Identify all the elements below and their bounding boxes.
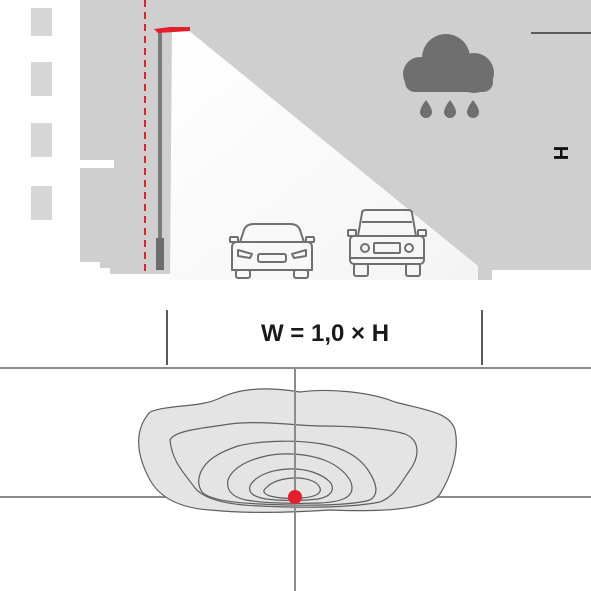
car-front-icon bbox=[229, 223, 315, 279]
building-windows bbox=[31, 8, 52, 220]
lamp-pole bbox=[158, 32, 162, 270]
height-marker-label: H bbox=[549, 145, 571, 161]
suv-front-icon bbox=[347, 209, 427, 277]
building-window bbox=[31, 62, 52, 96]
contour-outer bbox=[138, 388, 457, 513]
light-beam bbox=[170, 28, 478, 280]
lamp-head bbox=[154, 27, 190, 33]
contour-4 bbox=[227, 453, 353, 504]
lamp-position-marker bbox=[288, 490, 302, 504]
contour-2 bbox=[169, 422, 418, 508]
building-window bbox=[31, 8, 52, 36]
lamp-pole-base bbox=[156, 238, 164, 270]
rain-cloud-icon bbox=[403, 34, 494, 118]
building-window bbox=[31, 186, 52, 220]
contour-6 bbox=[263, 477, 321, 499]
width-formula-label: W = 1,0 × H bbox=[260, 320, 390, 347]
building-window bbox=[31, 123, 52, 157]
contour-5 bbox=[249, 468, 333, 502]
street-lamp bbox=[154, 27, 190, 270]
contour-3 bbox=[198, 440, 377, 506]
isolux-contours bbox=[138, 388, 457, 513]
